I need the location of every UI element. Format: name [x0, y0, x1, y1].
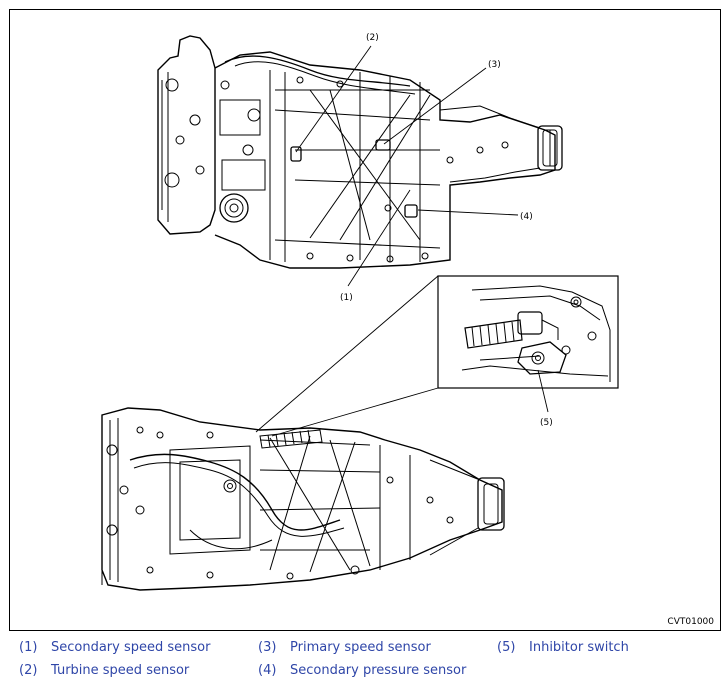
- legend-label: Primary speed sensor: [290, 640, 431, 655]
- callout-5: (5): [540, 418, 553, 428]
- inhibitor-switch-inset: [437, 275, 619, 389]
- legend-num: (4): [258, 663, 277, 678]
- callout-4: (4): [520, 212, 533, 222]
- legend-item-3: (3) Primary speed sensor: [258, 640, 431, 655]
- legend-item-4: (4) Secondary pressure sensor: [258, 663, 466, 678]
- legend-item-1: (1) Secondary speed sensor: [19, 640, 210, 655]
- legend-label: Secondary speed sensor: [51, 640, 211, 655]
- legend-num: (1): [19, 640, 38, 655]
- legend-label: Turbine speed sensor: [51, 663, 190, 678]
- callout-1: (1): [340, 293, 353, 303]
- legend-num: (2): [19, 663, 38, 678]
- transmission-diagram: (2) (3) (4) (1) (5): [101, 33, 619, 591]
- callout-3: (3): [488, 60, 501, 70]
- legend-num: (3): [258, 640, 277, 655]
- diagram-frame: (2) (3) (4) (1) (5) CVT01000: [9, 9, 721, 631]
- legend-item-5: (5) Inhibitor switch: [497, 640, 629, 655]
- legend: (1) Secondary speed sensor (2) Turbine spe…: [0, 632, 728, 686]
- leader-lines-top: [295, 45, 519, 287]
- inset-projection-lines: [255, 275, 549, 437]
- legend-label: Inhibitor switch: [529, 640, 629, 655]
- legend-num: (5): [497, 640, 516, 655]
- transmission-top-view: [157, 35, 563, 269]
- legend-label: Secondary pressure sensor: [290, 663, 467, 678]
- callout-2: (2): [366, 33, 379, 43]
- transmission-bottom-view: [101, 407, 505, 591]
- legend-item-2: (2) Turbine speed sensor: [19, 663, 189, 678]
- figure-code: CVT01000: [667, 617, 714, 627]
